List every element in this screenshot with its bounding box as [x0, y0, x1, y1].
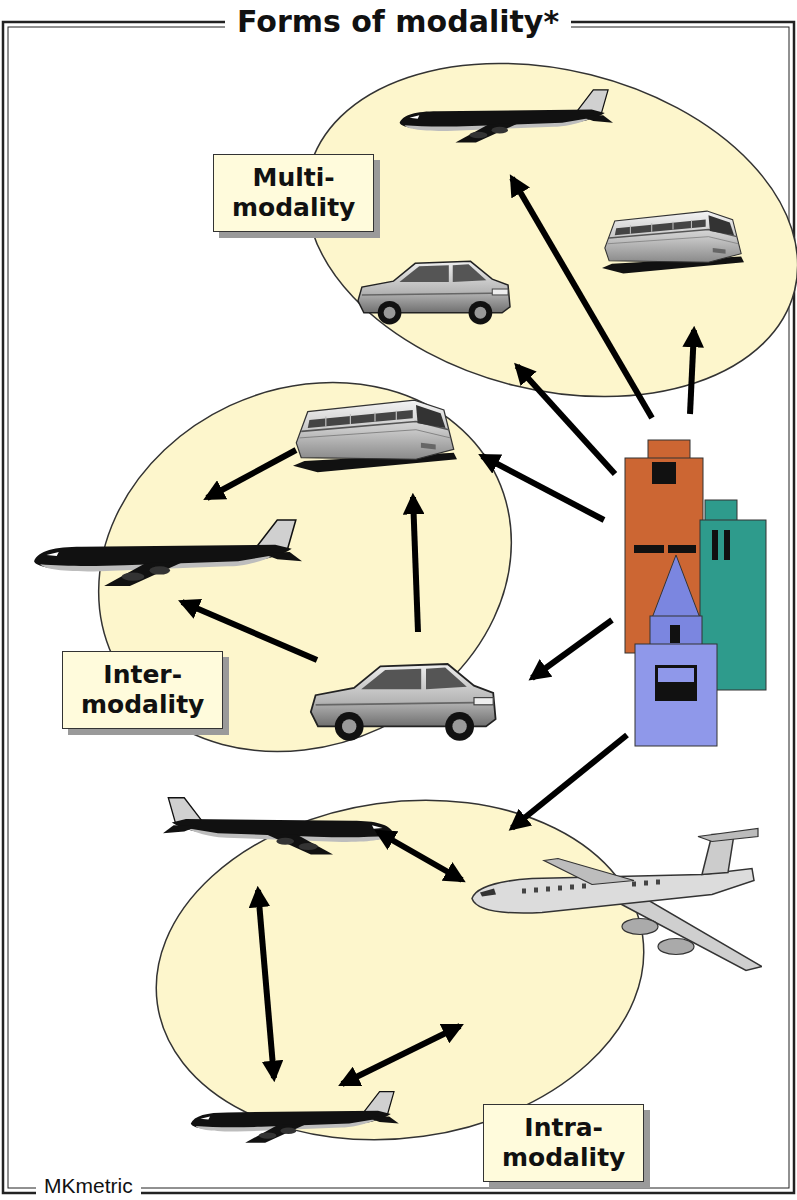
mode-label-box: Inter- modality	[62, 651, 223, 729]
mode-groups	[38, 14, 797, 1170]
mode-label: Inter- modality	[81, 660, 204, 720]
city-buildings	[625, 440, 766, 746]
mode-label: Intra- modality	[502, 1113, 625, 1173]
vehicles	[34, 90, 762, 1143]
caption-text: MKmetric	[36, 1175, 141, 1197]
mode-label: Multi- modality	[232, 163, 355, 223]
mode-label-box: Multi- modality	[213, 154, 374, 232]
diagram-title: Forms of modality*	[225, 4, 571, 40]
mode-label-box: Intra- modality	[483, 1104, 644, 1182]
travel-arrows	[182, 178, 694, 1084]
